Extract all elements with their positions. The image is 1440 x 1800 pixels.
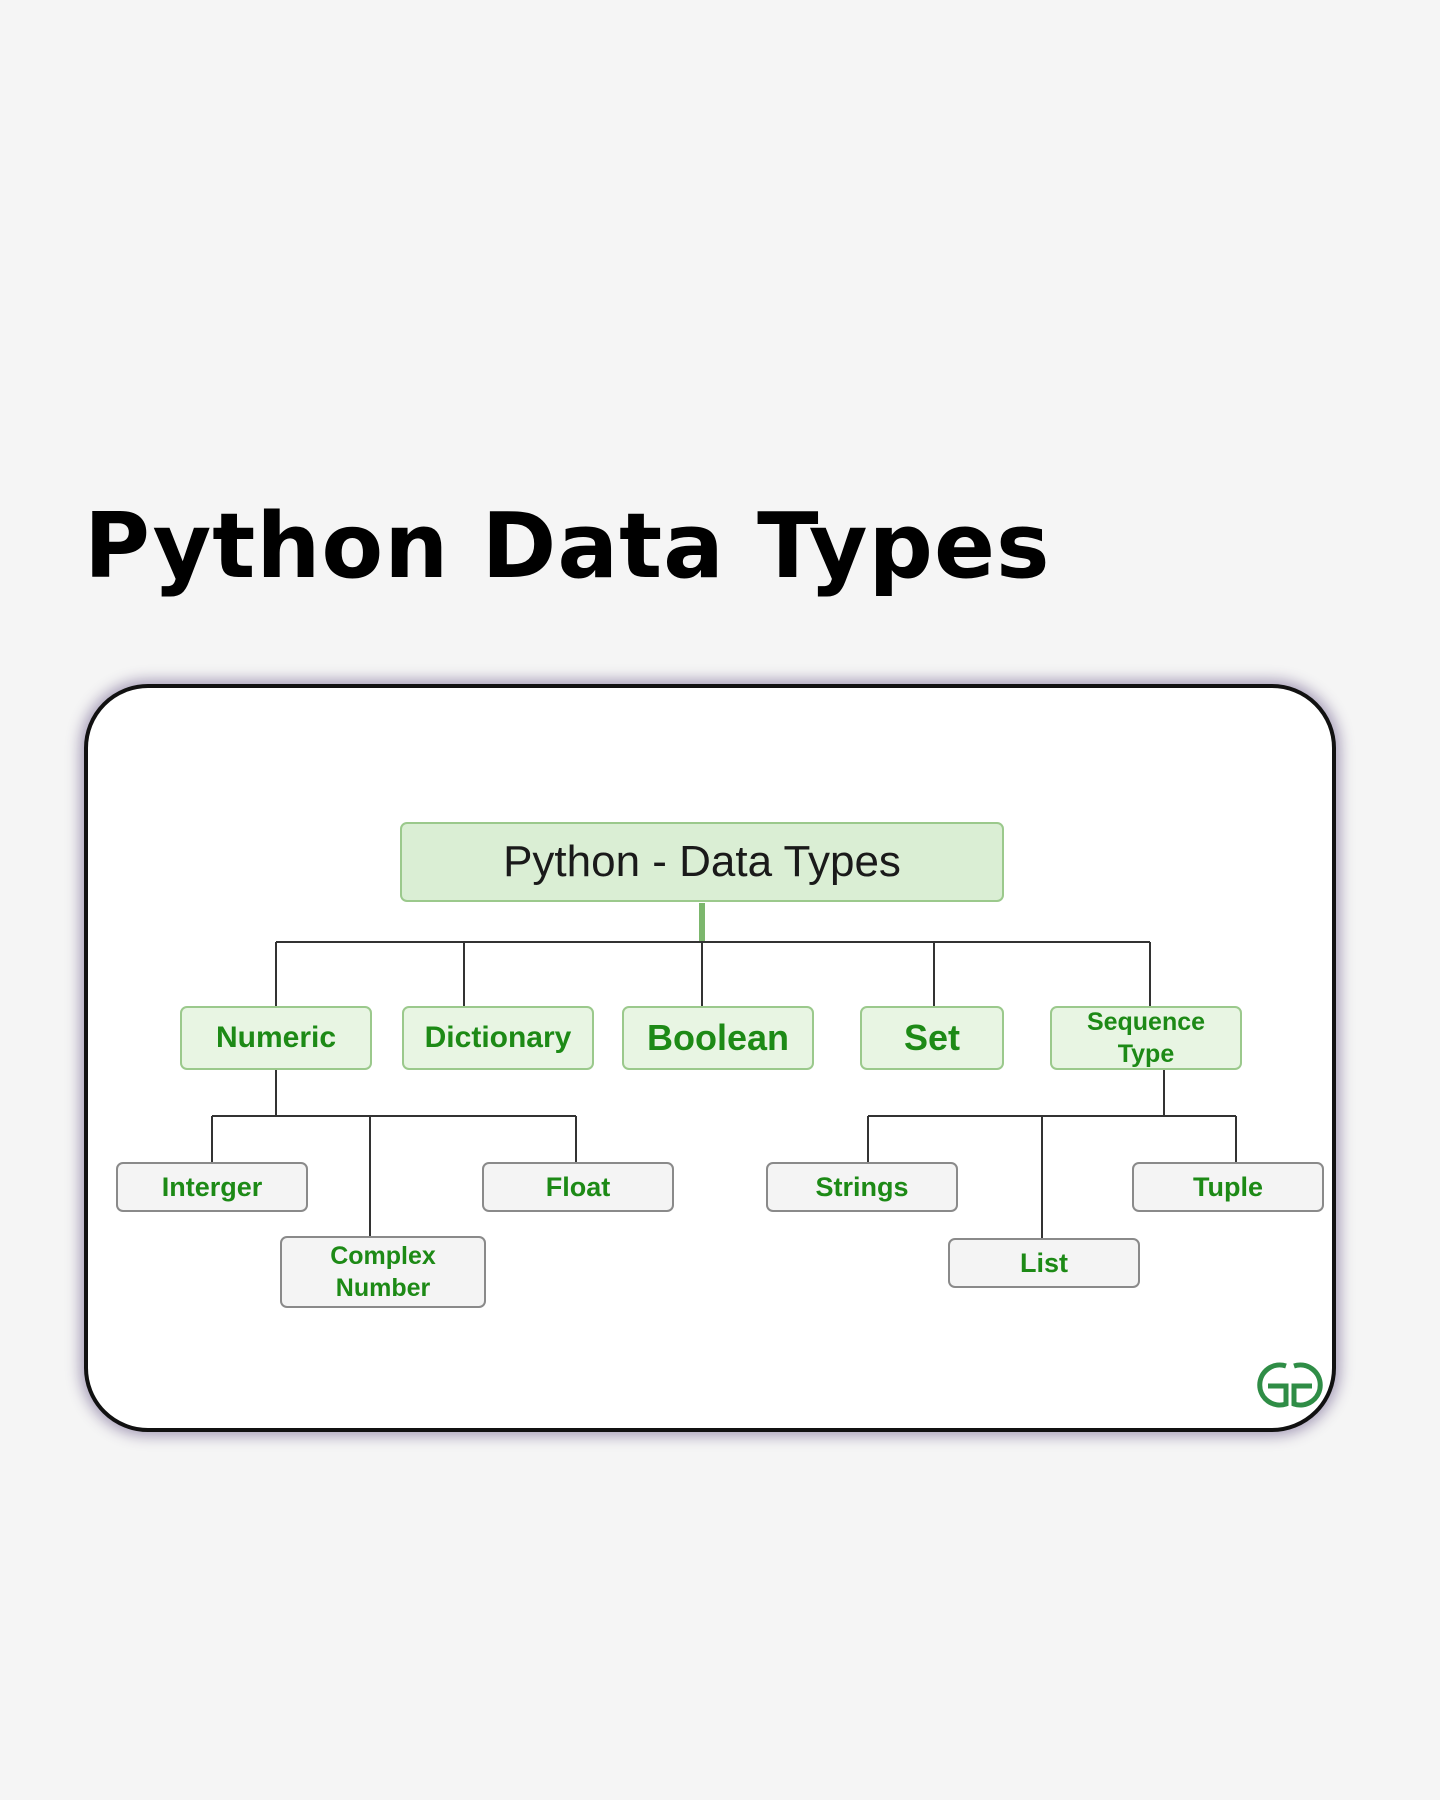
node-dictionary: Dictionary (402, 1006, 594, 1070)
node-float: Float (482, 1162, 674, 1212)
node-sequence-type: Sequence Type (1050, 1006, 1242, 1070)
geeksforgeeks-logo-icon (1257, 1362, 1323, 1408)
node-strings: Strings (766, 1162, 958, 1212)
root-node: Python - Data Types (400, 822, 1004, 902)
node-complex-number: Complex Number (280, 1236, 486, 1308)
diagram-card: Python - Data Types Numeric Dictionary B… (84, 684, 1336, 1432)
node-integer: Interger (116, 1162, 308, 1212)
diagram-connectors (211, 903, 1237, 1238)
node-boolean: Boolean (622, 1006, 814, 1070)
node-list: List (948, 1238, 1140, 1288)
node-set: Set (860, 1006, 1004, 1070)
node-tuple: Tuple (1132, 1162, 1324, 1212)
node-numeric: Numeric (180, 1006, 372, 1070)
page-title: Python Data Types (84, 494, 1051, 599)
